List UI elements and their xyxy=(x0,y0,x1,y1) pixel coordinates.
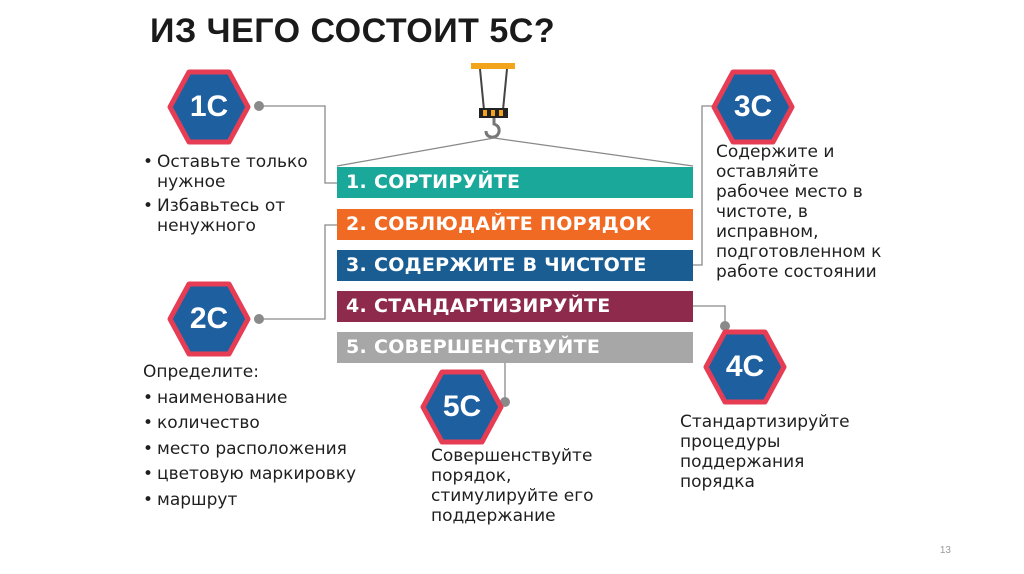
list-item: количество xyxy=(143,411,403,437)
list-item: место расположения xyxy=(143,437,403,463)
step-bar-1: 1. СОРТИРУЙТЕ xyxy=(337,167,693,198)
s5-description: Совершенствуйте порядок, стимулируйте ег… xyxy=(431,446,594,526)
s1-list: Оставьте только нужноеИзбавьтесь от нену… xyxy=(143,152,333,236)
s3-description: Содержите и оставляйте рабочее место в ч… xyxy=(716,142,882,282)
hexagon-icon xyxy=(420,369,504,445)
list-item: маршрут xyxy=(143,488,403,514)
step-label: 4. СТАНДАРТИЗИРУЙТЕ xyxy=(346,295,611,317)
badge-1s: 1С xyxy=(167,68,251,146)
list-item: наименование xyxy=(143,386,403,412)
badge-3s: 3С xyxy=(711,68,795,146)
list-item: Оставьте только нужное xyxy=(143,152,333,192)
badge-2s: 2С xyxy=(167,280,251,358)
step-bar-5: 5. СОВЕРШЕНСТВУЙТЕ xyxy=(337,332,693,363)
step-bar-3: 3. СОДЕРЖИТЕ В ЧИСТОТЕ xyxy=(337,250,693,281)
badge-label: 5С xyxy=(442,390,482,423)
list-item: Избавьтесь от ненужного xyxy=(143,196,333,236)
s1-description: Оставьте только нужноеИзбавьтесь от нену… xyxy=(143,152,333,240)
hexagon-icon xyxy=(703,329,787,405)
slide-title: ИЗ ЧЕГО СОСТОИТ 5С? xyxy=(150,12,556,50)
step-bar-2: 2. СОБЛЮДАЙТЕ ПОРЯДОК xyxy=(337,209,693,240)
step-label: 5. СОВЕРШЕНСТВУЙТЕ xyxy=(346,336,601,358)
list-item: цветовую маркировку xyxy=(143,462,403,488)
badge-label: 2С xyxy=(189,302,229,335)
hexagon-icon xyxy=(711,69,795,145)
badge-label: 1С xyxy=(189,90,229,123)
badge-4s: 4С xyxy=(703,328,787,406)
hexagon-icon xyxy=(167,69,251,145)
step-bar-4: 4. СТАНДАРТИЗИРУЙТЕ xyxy=(337,291,693,322)
badge-label: 3С xyxy=(733,90,773,123)
s2-list: наименованиеколичествоместо расположения… xyxy=(143,386,403,514)
s2-description: Определите: наименованиеколичествоместо … xyxy=(143,360,403,513)
badge-5s: 5С xyxy=(420,368,504,446)
step-label: 1. СОРТИРУЙТЕ xyxy=(346,171,521,193)
crane-hook-icon xyxy=(336,63,694,167)
page-number: 13 xyxy=(939,545,951,556)
s4-description: Стандартизируйте процедуры поддержания п… xyxy=(680,412,850,492)
badge-label: 4С xyxy=(725,350,765,383)
s2-intro: Определите: xyxy=(143,362,259,382)
hexagon-icon xyxy=(167,281,251,357)
step-label: 2. СОБЛЮДАЙТЕ ПОРЯДОК xyxy=(346,213,652,235)
step-label: 3. СОДЕРЖИТЕ В ЧИСТОТЕ xyxy=(346,254,647,276)
